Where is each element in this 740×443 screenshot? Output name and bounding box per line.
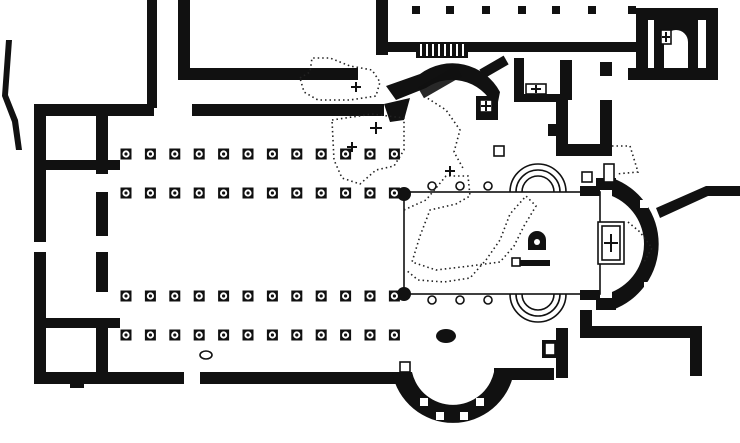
- pier-center: [295, 333, 299, 337]
- pier-center: [148, 294, 152, 298]
- pier-center: [246, 294, 250, 298]
- floor-markers: [199, 124, 615, 373]
- pier-center: [270, 191, 274, 195]
- survey-outlines: [299, 57, 653, 283]
- pier-center: [148, 152, 152, 156]
- pier-center: [197, 294, 201, 298]
- pier-center: [319, 333, 323, 337]
- pier-center: [246, 333, 250, 337]
- south-apse: [392, 368, 554, 423]
- pier-center: [344, 294, 348, 298]
- pier-center: [392, 191, 396, 195]
- nave-walls: [34, 0, 410, 388]
- pier-center: [344, 333, 348, 337]
- pier-center: [197, 333, 201, 337]
- pier-center: [344, 152, 348, 156]
- sanctuary: [397, 163, 625, 323]
- pier-center: [222, 191, 226, 195]
- nave-piers: [120, 148, 400, 341]
- pier-center: [368, 152, 372, 156]
- pier-center: [368, 294, 372, 298]
- pier-center: [295, 191, 299, 195]
- south-walls: [542, 310, 702, 378]
- outer-wall-fragment: [2, 40, 22, 150]
- pier-center: [197, 191, 201, 195]
- pier-center: [173, 152, 177, 156]
- pier-center: [344, 191, 348, 195]
- pier-center: [222, 294, 226, 298]
- pier-center: [222, 152, 226, 156]
- pier-center: [270, 152, 274, 156]
- pier-center: [368, 333, 372, 337]
- pier-center: [319, 152, 323, 156]
- stair-icon: [416, 42, 468, 58]
- pier-center: [270, 294, 274, 298]
- pier-center: [197, 152, 201, 156]
- pier-center: [148, 191, 152, 195]
- pier-center: [368, 191, 372, 195]
- pier-center: [124, 152, 128, 156]
- main-apse: [596, 178, 740, 310]
- north-chapel: [384, 63, 612, 156]
- pier-center: [148, 333, 152, 337]
- pier-center: [124, 191, 128, 195]
- pier-center: [392, 294, 396, 298]
- tomb-icon: [597, 221, 625, 265]
- pier-center: [295, 294, 299, 298]
- cloister-block: [178, 0, 718, 102]
- pier-center: [173, 294, 177, 298]
- pier-center: [124, 333, 128, 337]
- pier-center: [295, 152, 299, 156]
- pier-center: [392, 152, 396, 156]
- pier-center: [222, 333, 226, 337]
- pier-center: [392, 333, 396, 337]
- pier-center: [246, 152, 250, 156]
- pier-center: [319, 294, 323, 298]
- pier-center: [270, 333, 274, 337]
- pier-center: [173, 333, 177, 337]
- pier-center: [124, 294, 128, 298]
- pier-center: [173, 191, 177, 195]
- pier-center: [319, 191, 323, 195]
- pier-center: [246, 191, 250, 195]
